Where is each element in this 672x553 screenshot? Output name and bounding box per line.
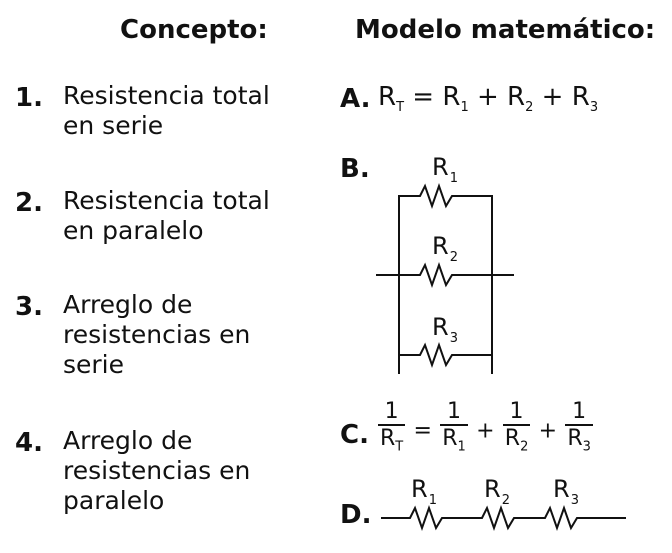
concept-text-2: Resistencia total en paralelo — [63, 186, 270, 245]
concept-text-3: Arreglo de resistencias en serie — [63, 290, 251, 379]
concept-number-1: 1. — [15, 83, 43, 113]
concept-text-4: Arreglo de resistencias en paralelo — [63, 426, 251, 515]
resistor-r2-symbol — [376, 261, 514, 289]
option-a-equation: RT = R1 + R2 + R3 — [378, 82, 599, 116]
concept-number-2: 2. — [15, 188, 43, 218]
option-a-label: A. — [340, 84, 371, 114]
concept-header: Concepto: — [120, 15, 268, 45]
series-r2-label: R2 — [484, 475, 510, 508]
concept-text-1: Resistencia total en serie — [63, 81, 270, 140]
concept-number-3: 3. — [15, 292, 43, 322]
model-header: Modelo matemático: — [355, 15, 656, 45]
option-c-label: C. — [340, 420, 369, 450]
concept-number-4: 4. — [15, 428, 43, 458]
resistor-r3-label: R3 — [432, 313, 458, 346]
resistor-r3-symbol — [399, 341, 492, 369]
option-d-label: D. — [340, 500, 372, 530]
option-b-label: B. — [340, 154, 370, 184]
series-r3-label: R3 — [553, 475, 579, 508]
resistor-r2-label: R2 — [432, 232, 458, 265]
series-r1-label: R1 — [411, 475, 437, 508]
resistor-r1-label: R1 — [432, 153, 458, 186]
series-resistor-chain — [381, 504, 626, 532]
resistor-r1-symbol — [398, 182, 493, 374]
